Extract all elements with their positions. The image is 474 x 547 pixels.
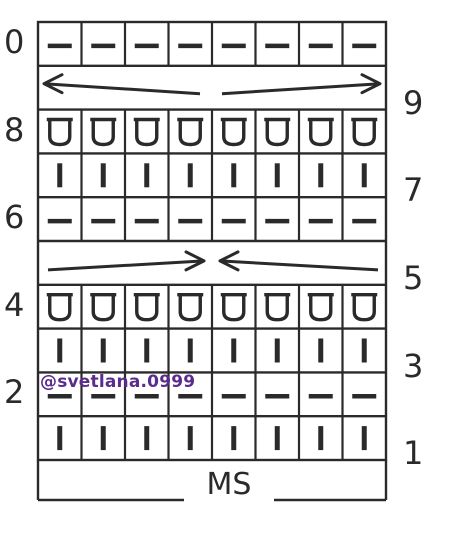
- row-number-0: 0: [4, 23, 25, 61]
- slip-stitch-symbol: [265, 294, 289, 322]
- slip-stitch-symbol: [352, 294, 376, 322]
- slip-stitch-symbol: [309, 119, 333, 147]
- row-number-2: 2: [4, 373, 25, 412]
- slip-stitch-symbol: [222, 119, 246, 147]
- row-number-3: 3: [403, 346, 424, 385]
- row-number-6: 6: [4, 198, 25, 237]
- repeat-label: MS: [206, 467, 252, 502]
- slip-stitch-symbol: [91, 119, 115, 147]
- arrow-inward-right-shaft: [219, 259, 379, 272]
- row-number-4: 4: [4, 285, 25, 324]
- row-number-9: 9: [403, 83, 424, 122]
- slip-stitch-symbol: [48, 119, 72, 147]
- arrow-left-head: [42, 73, 64, 95]
- row-number-1: 1: [403, 434, 424, 473]
- row-number-5: 5: [403, 258, 424, 297]
- slip-stitch-symbol: [48, 294, 72, 322]
- arrow-inward-left-shaft: [47, 259, 205, 272]
- row-number-7: 7: [403, 171, 424, 210]
- slip-stitch-symbol: [222, 294, 246, 322]
- arrow-inward-right-head: [218, 250, 240, 272]
- slip-stitch-symbol: [309, 294, 333, 322]
- slip-stitch-symbol: [352, 119, 376, 147]
- slip-stitch-symbol: [178, 294, 202, 322]
- arrow-right-shaft: [221, 82, 381, 96]
- row-number-8: 8: [4, 110, 25, 149]
- slip-stitch-symbol: [265, 119, 289, 147]
- watermark-text: @svetlana.0999: [40, 372, 196, 392]
- slip-stitch-symbol: [135, 294, 159, 322]
- slip-stitch-symbol: [135, 119, 159, 147]
- arrow-inward-left-head: [184, 250, 206, 272]
- arrow-right-head: [360, 73, 382, 95]
- arrow-left-shaft: [43, 82, 201, 96]
- slip-stitch-symbol: [178, 119, 202, 147]
- slip-stitch-symbol: [91, 294, 115, 322]
